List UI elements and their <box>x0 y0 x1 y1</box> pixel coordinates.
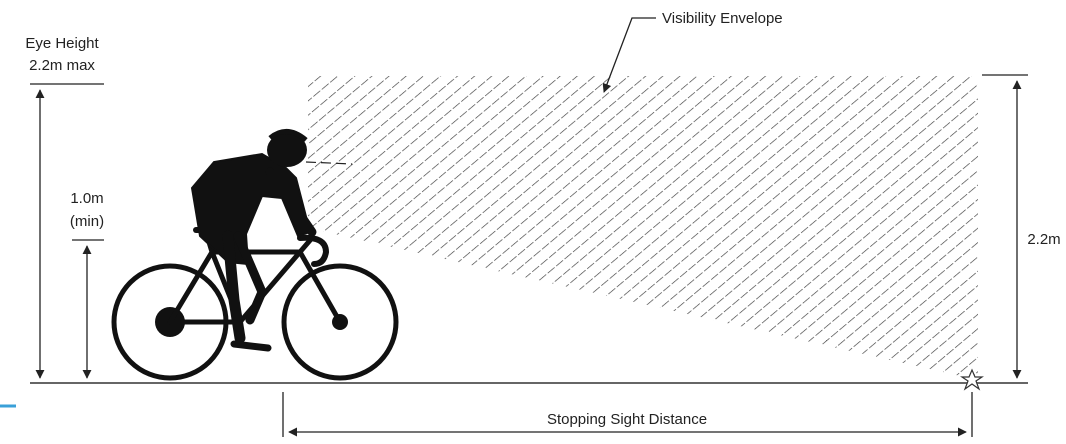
eye-height-max-label: 2.2m max <box>29 57 95 74</box>
min-height-qualifier: (min) <box>70 213 104 230</box>
eye-height-label: Eye Height <box>25 35 99 52</box>
star-target-icon <box>960 368 984 391</box>
visibility-envelope-area <box>308 76 978 380</box>
envelope-leader <box>602 17 656 93</box>
envelope-label: Visibility Envelope <box>662 10 783 27</box>
right-height-label: 2.2m <box>1027 231 1060 248</box>
cyclist-silhouette-icon <box>111 129 399 381</box>
ssd-label: Stopping Sight Distance <box>547 411 707 428</box>
min-height-label: 1.0m <box>70 190 103 207</box>
